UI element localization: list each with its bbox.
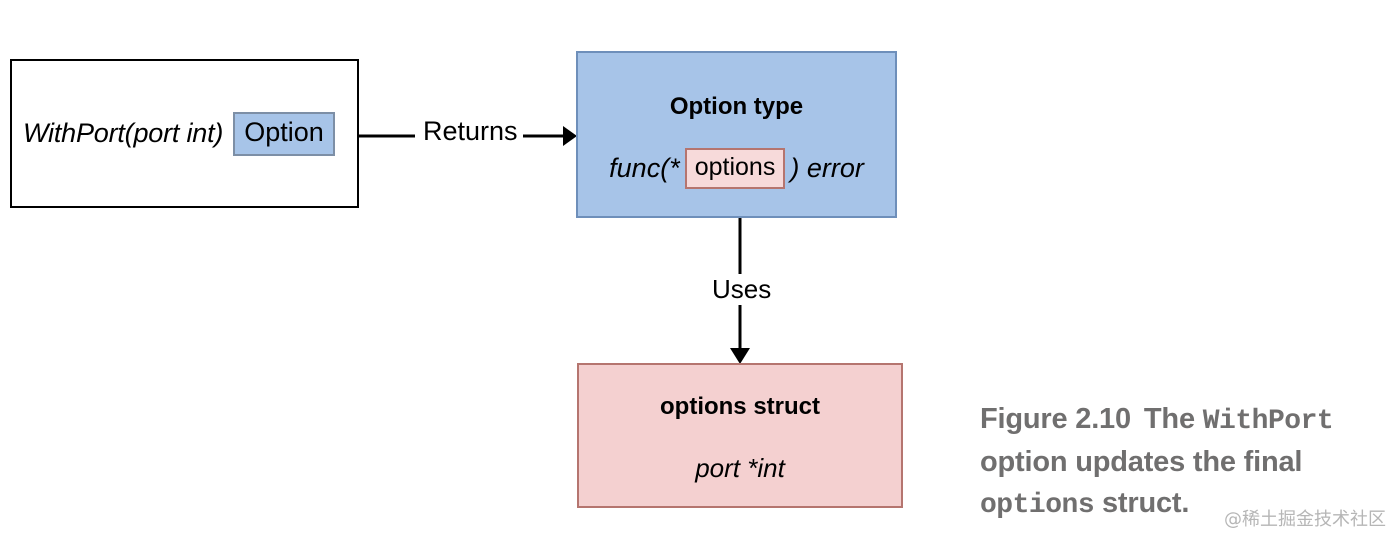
uses-edge: Uses <box>660 218 820 364</box>
option-type-box: Option type func(* options ) error <box>576 51 897 218</box>
figure-number: Figure 2.10 <box>980 403 1131 435</box>
caption-text-2: option updates the final <box>980 446 1303 478</box>
caption-code-options: options <box>980 490 1095 521</box>
figure-caption: Figure 2.10 The WithPort option updates t… <box>980 399 1390 526</box>
function-signature-box: WithPort(port int) Option <box>10 59 359 208</box>
caption-code-withport: WithPort <box>1202 406 1334 437</box>
options-struct-title: options struct <box>660 393 820 420</box>
options-struct-field: port *int <box>695 453 785 483</box>
function-signature-row: WithPort(port int) Option <box>23 111 335 156</box>
function-signature-text: WithPort(port int) <box>23 118 224 148</box>
option-type-signature-row: func(* options ) error <box>609 148 864 189</box>
returns-edge: Returns <box>359 112 577 160</box>
option-signature-suffix: ) error <box>790 153 864 183</box>
options-param-badge: options <box>684 148 786 189</box>
uses-edge-label: Uses <box>708 274 776 305</box>
option-type-title: Option type <box>669 93 804 120</box>
option-return-type-badge: Option <box>233 111 335 156</box>
returns-edge-label: Returns <box>418 116 523 147</box>
caption-text-1: The <box>1143 403 1203 435</box>
caption-text-3: struct. <box>1094 487 1190 519</box>
watermark: @稀土掘金技术社区 <box>1224 509 1386 530</box>
options-struct-box: options struct port *int <box>577 363 903 508</box>
option-signature-prefix: func(* <box>609 153 680 183</box>
